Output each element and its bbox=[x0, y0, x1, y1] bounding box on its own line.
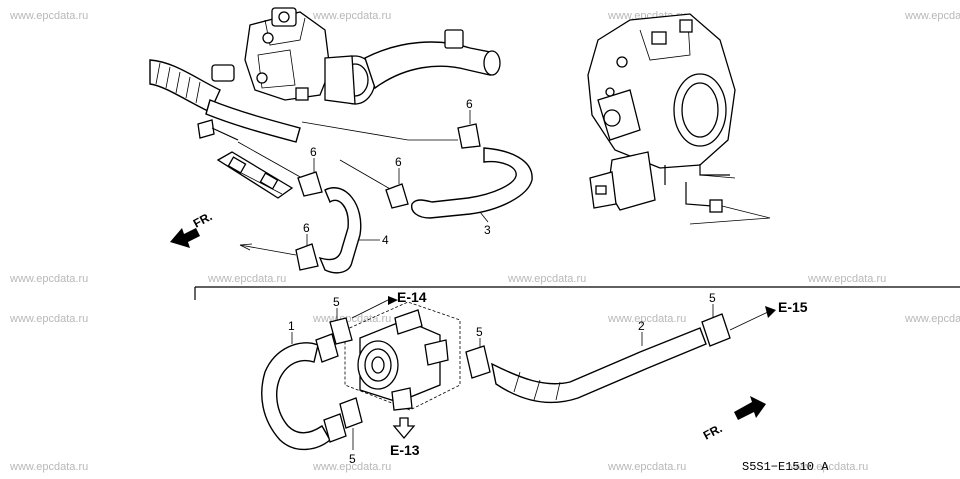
clamp-5 bbox=[329, 317, 353, 345]
leader-line bbox=[699, 174, 736, 179]
throttle-body bbox=[587, 13, 736, 213]
watermark: www.epcdata.ru bbox=[9, 10, 88, 22]
watermark: www.epcdata.ru bbox=[904, 313, 960, 325]
watermark-layer: www.epcdata.ru www.epcdata.ru www.epcdat… bbox=[9, 10, 960, 473]
callout-5: 5 bbox=[349, 452, 356, 466]
watermark: www.epcdata.ru bbox=[789, 461, 868, 473]
leader-line bbox=[237, 141, 303, 179]
watermark: www.epcdata.ru bbox=[312, 461, 391, 473]
ref-label: E-15 bbox=[778, 299, 808, 315]
watermark: www.epcdata.ru bbox=[9, 461, 88, 473]
clamp-5 bbox=[701, 313, 731, 347]
callout-6: 6 bbox=[303, 221, 310, 235]
water-outlet-assembly bbox=[149, 7, 501, 143]
leader-line bbox=[689, 205, 771, 225]
diagram-code: S5S1−E1510 A bbox=[742, 460, 829, 474]
callout-2: 2 bbox=[638, 319, 645, 333]
leader-arrow bbox=[239, 243, 253, 251]
callout-6: 6 bbox=[395, 155, 402, 169]
hose-3 bbox=[385, 123, 533, 219]
leader-line bbox=[339, 159, 393, 191]
watermark: www.epcdata.ru bbox=[207, 273, 286, 285]
watermark: www.epcdata.ru bbox=[904, 10, 960, 22]
watermark: www.epcdata.ru bbox=[507, 273, 586, 285]
watermark: www.epcdata.ru bbox=[9, 313, 88, 325]
leader-line bbox=[301, 121, 458, 141]
watermark: www.epcdata.ru bbox=[9, 273, 88, 285]
callout-5: 5 bbox=[476, 325, 483, 339]
hose-1 bbox=[261, 333, 347, 451]
front-direction-arrow: FR. bbox=[701, 396, 766, 443]
front-direction-arrow: FR. bbox=[170, 209, 214, 248]
front-label: FR. bbox=[701, 421, 725, 442]
callout-5: 5 bbox=[709, 291, 716, 305]
ref-e14: E-14 bbox=[351, 289, 427, 319]
watermark: www.epcdata.ru bbox=[807, 273, 886, 285]
callout-5: 5 bbox=[333, 295, 340, 309]
ref-label: E-13 bbox=[390, 442, 420, 458]
ref-e15: E-15 bbox=[729, 299, 808, 331]
front-label: FR. bbox=[191, 209, 215, 230]
watermark: www.epcdata.ru bbox=[607, 313, 686, 325]
oil-cooler bbox=[357, 309, 449, 411]
hose-4 bbox=[295, 171, 362, 274]
callout-1: 1 bbox=[288, 319, 295, 333]
leader-line bbox=[479, 211, 489, 223]
hose-bracket bbox=[216, 151, 294, 199]
clamp-5 bbox=[339, 397, 363, 429]
clamp-5 bbox=[465, 345, 491, 379]
watermark: www.epcdata.ru bbox=[312, 10, 391, 22]
ref-label: E-14 bbox=[397, 289, 427, 305]
hose-2 bbox=[491, 327, 707, 404]
watermark: www.epcdata.ru bbox=[607, 461, 686, 473]
callout-3: 3 bbox=[484, 223, 491, 237]
callout-6: 6 bbox=[310, 145, 317, 159]
callout-6: 6 bbox=[466, 97, 473, 111]
leader-line bbox=[239, 244, 297, 256]
ref-e13: E-13 bbox=[390, 417, 420, 458]
callout-4: 4 bbox=[382, 233, 389, 247]
